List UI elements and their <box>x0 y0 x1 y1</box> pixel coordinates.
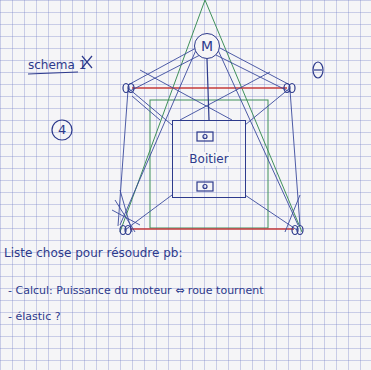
sketch-title: schema 1 <box>28 58 86 72</box>
note-item: - Calcul: Puissance du moteur ⇔ roue tou… <box>8 284 263 297</box>
note-heading: Liste chose pour résoudre pb: <box>4 246 183 260</box>
motor-label: M <box>200 38 214 54</box>
note-item: - élastic ? <box>8 310 61 323</box>
callout-number: 4 <box>58 122 66 137</box>
connector <box>207 59 209 120</box>
housing-label: Boitier <box>188 152 229 166</box>
motor-circle: M <box>194 33 220 59</box>
housing-box: Boitier <box>172 120 246 198</box>
